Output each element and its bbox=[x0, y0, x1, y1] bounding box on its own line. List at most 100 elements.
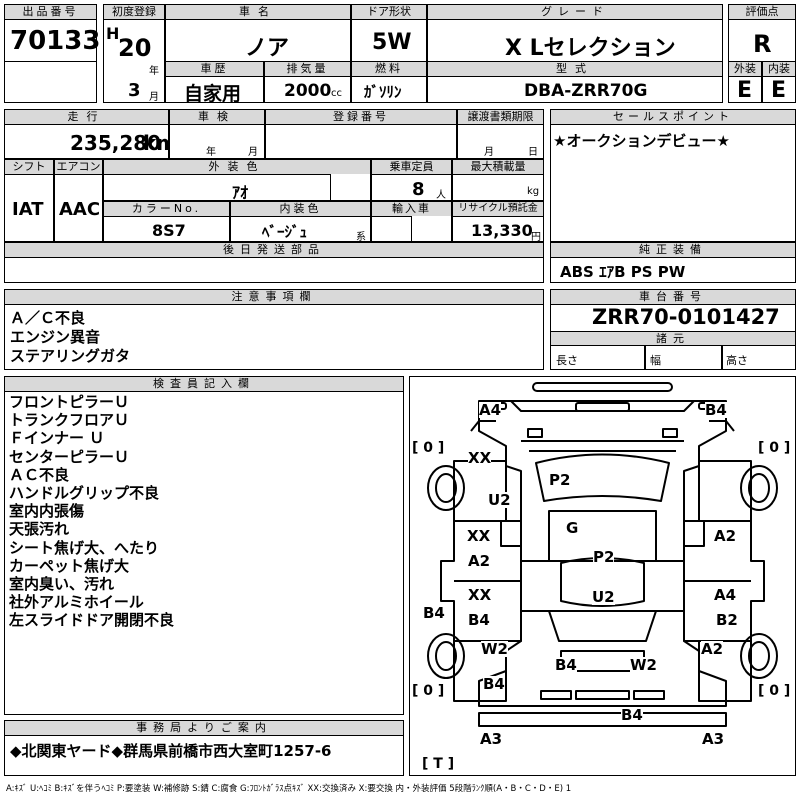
list-item: ＡＣ不良 bbox=[9, 465, 70, 484]
office-text: ◆北関東ヤード◆群馬県前橋市西大室町1257-6 bbox=[10, 742, 332, 760]
transfer-month-unit: 月 bbox=[484, 147, 494, 158]
lot-number: 70133 bbox=[10, 26, 101, 56]
displacement-label: 排気量 bbox=[264, 61, 351, 77]
damage-mark: W2 bbox=[630, 656, 657, 674]
door-label: ドア形状 bbox=[351, 4, 427, 20]
damage-mark: A3 bbox=[480, 730, 503, 748]
reg-year-unit: 年 bbox=[149, 66, 159, 77]
damage-mark: U2 bbox=[592, 588, 615, 606]
damage-mark: W2 bbox=[481, 640, 508, 658]
inspector-list: フロントピラーＵ トランクフロアＵ Ｆインナー Ｕ センターピラーＵ ＡＣ不良 … bbox=[9, 393, 174, 630]
width-label: 幅 bbox=[650, 354, 661, 367]
history: 自家用 bbox=[184, 83, 242, 105]
displacement-unit: cc bbox=[331, 88, 342, 99]
model-label: 型式 bbox=[427, 61, 723, 77]
interior-label: 内装 bbox=[762, 61, 796, 77]
first-reg-cell bbox=[103, 4, 165, 103]
list-item: 室内臭い、汚れ bbox=[9, 575, 115, 594]
damage-mark: U2 bbox=[488, 491, 511, 509]
damage-mark: G bbox=[566, 519, 579, 537]
damage-mark: B4 bbox=[621, 706, 643, 724]
int-color-label: 内装色 bbox=[230, 201, 371, 217]
list-item: シート焦げ大、へたり bbox=[9, 538, 160, 557]
damage-mark: A2 bbox=[468, 552, 491, 570]
damage-mark: B2 bbox=[716, 611, 738, 629]
mileage-label: 走行 bbox=[4, 109, 169, 125]
ext-color-sub-cell bbox=[330, 174, 371, 201]
list-item: ステアリングガタ bbox=[10, 347, 131, 365]
width-cell bbox=[645, 345, 722, 370]
damage-mark: A4 bbox=[714, 586, 737, 604]
list-item: カーペット焦げ大 bbox=[9, 556, 130, 575]
plate-label: 登録番号 bbox=[265, 109, 457, 125]
damage-mark: B4 bbox=[423, 604, 445, 622]
damage-mark: XX bbox=[468, 449, 492, 467]
damage-mark: XX bbox=[467, 527, 491, 545]
exterior-label: 外装 bbox=[728, 61, 762, 77]
inspection-label: 車検 bbox=[169, 109, 265, 125]
damage-mark: XX bbox=[468, 586, 492, 604]
transfer-label: 譲渡書類期限 bbox=[457, 109, 544, 125]
recycle-label: リサイクル預託金 bbox=[452, 201, 544, 217]
sales-point: ★オークションデビュー★ bbox=[553, 132, 730, 150]
length-cell bbox=[550, 345, 645, 370]
damage-mark: B4 bbox=[483, 675, 505, 693]
reg-year: 20 bbox=[118, 34, 152, 62]
list-item: フロントピラーＵ bbox=[9, 393, 130, 411]
lot-blank-cell bbox=[4, 61, 97, 103]
exterior-grade: E bbox=[737, 78, 753, 103]
sales-cell bbox=[550, 109, 796, 242]
damage-mark: A3 bbox=[702, 730, 725, 748]
score-label: 評価点 bbox=[728, 4, 796, 20]
list-item: Ａ／Ｃ不良 bbox=[10, 309, 86, 327]
tire-rear-left: [ 0 ] bbox=[412, 683, 445, 699]
recycle-unit: 円 bbox=[531, 232, 541, 243]
list-item: トランクフロアＵ bbox=[9, 411, 130, 430]
tire-spare: [ T ] bbox=[422, 756, 455, 772]
door-type: 5W bbox=[372, 30, 412, 55]
mileage: 235,280 bbox=[70, 131, 162, 155]
import-sub-cell bbox=[411, 216, 452, 242]
list-item: エンジン異音 bbox=[10, 328, 101, 346]
height-cell bbox=[722, 345, 796, 370]
load-label: 最大積載量 bbox=[452, 159, 544, 175]
fuel-label: 燃料 bbox=[351, 61, 427, 77]
damage-mark: P2 bbox=[593, 548, 615, 566]
inspector-cell bbox=[4, 376, 404, 715]
fuel: ｶﾞｿﾘﾝ bbox=[364, 83, 402, 101]
height-label: 高さ bbox=[726, 354, 748, 367]
int-color-suffix: 系 bbox=[356, 232, 366, 243]
displacement: 2000 bbox=[284, 81, 332, 101]
tire-front-left: [ 0 ] bbox=[412, 440, 445, 456]
inspection-month-unit: 月 bbox=[248, 147, 258, 158]
transfer-day-unit: 日 bbox=[528, 147, 538, 158]
damage-mark: A2 bbox=[714, 527, 737, 545]
damage-mark: P2 bbox=[549, 471, 571, 489]
ac: AAC bbox=[59, 199, 101, 220]
damage-mark: B4 bbox=[468, 611, 490, 629]
capacity: 8 bbox=[412, 179, 425, 200]
ext-color-label: 外装色 bbox=[103, 159, 371, 175]
score: R bbox=[753, 30, 772, 58]
list-item: ハンドルグリップ不良 bbox=[9, 484, 160, 503]
length-label: 長さ bbox=[556, 354, 578, 367]
list-item: センターピラーＵ bbox=[9, 447, 130, 466]
capacity-unit: 人 bbox=[436, 190, 446, 201]
damage-diagram bbox=[409, 376, 796, 776]
damage-mark: A4 bbox=[479, 401, 502, 419]
load-unit: kg bbox=[527, 186, 540, 197]
damage-mark: B4 bbox=[555, 656, 577, 674]
dims-label: 諸元 bbox=[550, 331, 796, 346]
reg-month-unit: 月 bbox=[149, 92, 159, 103]
car-name-label: 車名 bbox=[165, 4, 351, 20]
tire-front-right: [ 0 ] bbox=[758, 440, 791, 456]
notes-label: 注意事項欄 bbox=[4, 289, 544, 305]
equipment-label: 純正装備 bbox=[550, 242, 796, 258]
office-label: 事務局よりご案内 bbox=[4, 720, 404, 736]
list-item: 社外アルミホイール bbox=[9, 593, 144, 612]
model: DBA-ZRR70G bbox=[524, 81, 648, 101]
interior-grade: E bbox=[771, 78, 787, 103]
list-item: 天張汚れ bbox=[9, 520, 70, 539]
list-item: Ｆインナー Ｕ bbox=[9, 429, 105, 448]
int-color: ﾍﾞｰｼﾞｭ bbox=[262, 223, 308, 241]
